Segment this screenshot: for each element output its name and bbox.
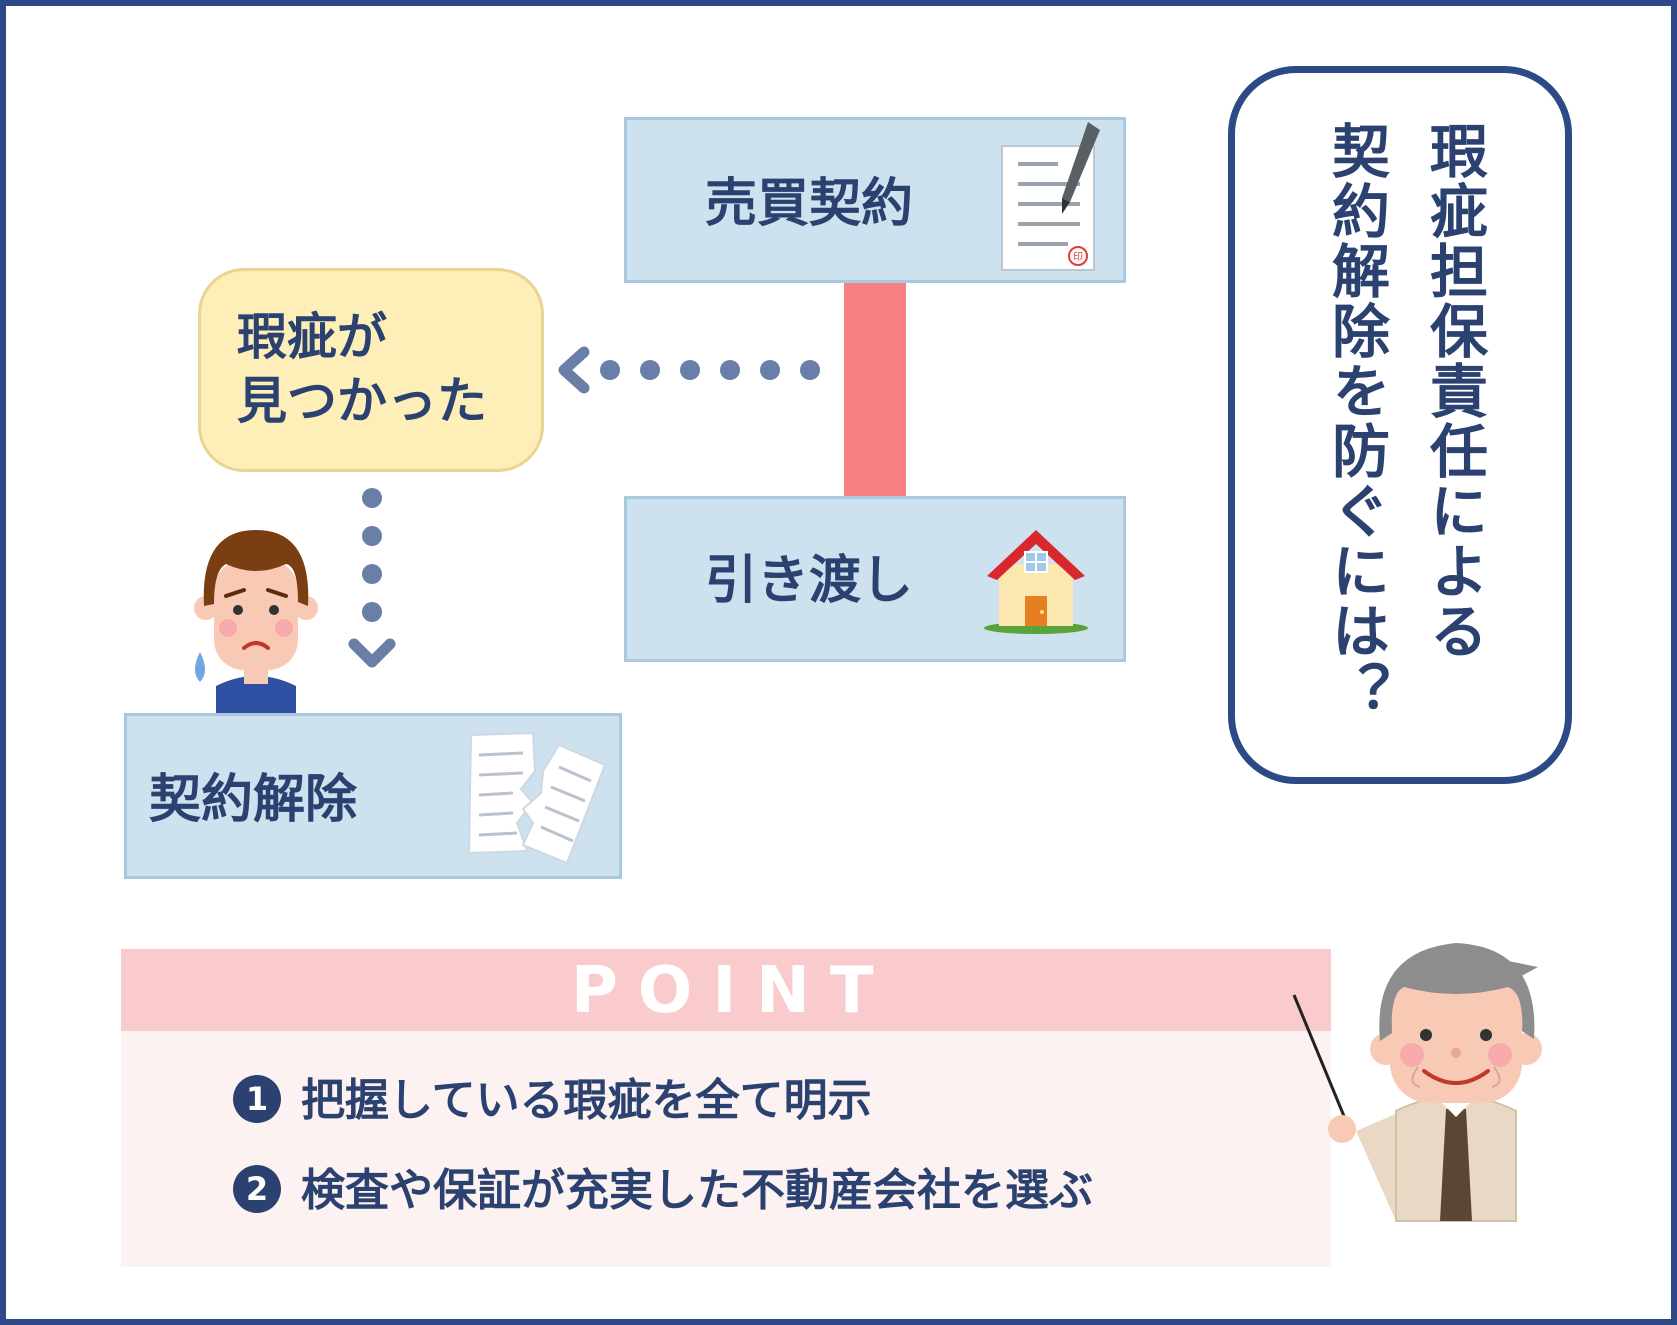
dotted-arrow-down: [348, 488, 396, 668]
point-body: 1 把握している瑕疵を全て明示 2 検査や保証が充実した不動産会社を選ぶ: [121, 1031, 1331, 1267]
point-item-1: 1 把握している瑕疵を全て明示: [233, 1075, 872, 1127]
svg-text:印: 印: [1073, 251, 1083, 263]
teacher-with-pointer-icon: [1292, 943, 1542, 1222]
defect-found-label: 瑕疵が 見つかった: [237, 305, 487, 433]
point-heading: POINT: [571, 954, 894, 1028]
dotted-arrow-left: [558, 346, 820, 394]
point-text-1: 把握している瑕疵を全て明示: [301, 1075, 872, 1126]
point-header: POINT: [121, 949, 1331, 1031]
question-title-box: 瑕疵担保責任による 契約解除を防ぐには？: [1228, 66, 1572, 784]
torn-document-icon: [467, 731, 607, 865]
point-item-2: 2 検査や保証が充実した不動産会社を選ぶ: [233, 1165, 1093, 1217]
defect-found-box: 瑕疵が 見つかった: [198, 268, 544, 472]
point-number-2: 2: [233, 1165, 281, 1213]
contract-document-icon: 印: [1001, 122, 1100, 271]
title-column-left: 契約解除を防ぐには？: [1322, 121, 1390, 721]
delivery-label: 引き渡し: [705, 551, 914, 611]
point-number-1: 1: [233, 1075, 281, 1123]
timeline-connector: [844, 283, 906, 501]
contract-label: 売買契約: [705, 174, 914, 234]
point-text-2: 検査や保証が充実した不動産会社を選ぶ: [301, 1165, 1093, 1216]
defect-found-line-2: 見つかった: [237, 372, 487, 430]
house-icon: [984, 530, 1088, 634]
contract-cancel-label: 契約解除: [149, 770, 358, 830]
defect-found-line-1: 瑕疵が: [237, 308, 387, 366]
worried-person-icon: [194, 530, 318, 736]
title-column-right: 瑕疵担保責任による: [1420, 121, 1488, 661]
